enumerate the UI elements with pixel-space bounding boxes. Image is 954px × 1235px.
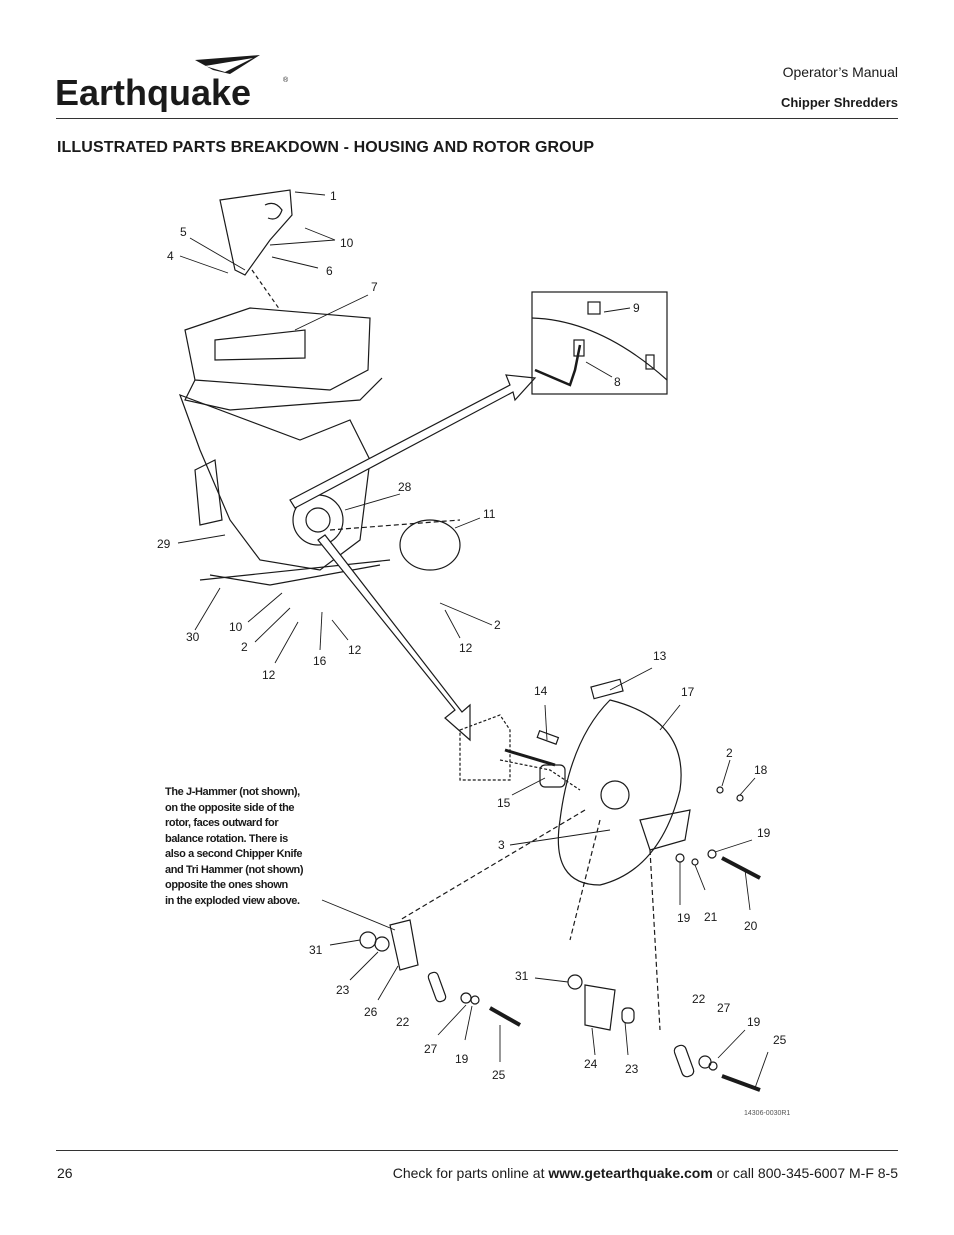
- callout: 24: [584, 1057, 598, 1071]
- inset-detail: [531, 291, 668, 395]
- callout: 22: [396, 1015, 410, 1029]
- footer-text-after: or call 800-345-6007 M-F 8-5: [712, 1165, 898, 1181]
- callout: 19: [677, 911, 691, 925]
- callout: 1: [330, 189, 337, 203]
- callout: 26: [364, 1005, 378, 1019]
- callout: 12: [262, 668, 276, 682]
- callout: 17: [681, 685, 695, 699]
- callout: 12: [348, 643, 362, 657]
- access-cover: [399, 519, 461, 571]
- doc-type: Operator’s Manual: [782, 64, 898, 80]
- note-line: and Tri Hammer (not shown): [165, 863, 304, 876]
- chipper-knife: [389, 919, 419, 971]
- callout: 22: [692, 992, 706, 1006]
- callout: 7: [371, 280, 378, 294]
- callout: 2: [494, 618, 501, 632]
- section-title: ILLUSTRATED PARTS BREAKDOWN - HOUSING AN…: [57, 139, 595, 156]
- callout: 31: [309, 943, 323, 957]
- callout: 9: [633, 301, 640, 315]
- hopper: [184, 307, 371, 391]
- callout: 18: [754, 763, 768, 777]
- callout: 3: [498, 838, 505, 852]
- callout: 2: [726, 746, 733, 760]
- callout: 19: [747, 1015, 761, 1029]
- footer-url-link[interactable]: www.getearthquake.com: [548, 1165, 713, 1181]
- callout: 4: [167, 249, 174, 263]
- callout: 29: [157, 537, 171, 551]
- callout: 23: [625, 1062, 639, 1076]
- callout: 30: [186, 630, 200, 644]
- callout: 25: [773, 1033, 787, 1047]
- callout: 14: [534, 684, 548, 698]
- callout: 28: [398, 480, 412, 494]
- note-line: The J-Hammer (not shown),: [165, 786, 300, 798]
- callout: 11: [483, 507, 496, 521]
- side-panel: [194, 459, 223, 526]
- note-line: in the exploded view above.: [165, 894, 300, 907]
- callout: 10: [229, 620, 243, 634]
- callout: 19: [757, 826, 771, 840]
- spacer: [539, 764, 566, 788]
- footer-text-before: Check for parts online at: [392, 1165, 549, 1181]
- note-line: balance rotation. There is: [165, 832, 288, 845]
- footer-rule: [56, 1150, 898, 1151]
- doc-subject: Chipper Shredders: [780, 95, 898, 110]
- callout: 6: [326, 264, 333, 278]
- deflector-plate: [219, 189, 293, 276]
- note-line: also a second Chipper Knife: [165, 848, 303, 860]
- callout: 21: [704, 910, 718, 924]
- callout: 10: [340, 236, 354, 250]
- callout: 2: [241, 640, 248, 654]
- note-line: rotor, faces outward for: [165, 817, 279, 829]
- callout: 16: [313, 654, 327, 668]
- callout: 31: [515, 969, 529, 983]
- callout: 13: [653, 649, 667, 663]
- svg-text:®: ®: [283, 76, 289, 84]
- note-line: on the opposite side of the: [165, 801, 295, 814]
- header-rule: [56, 118, 898, 119]
- callout: 20: [744, 919, 758, 933]
- callout: 15: [497, 796, 511, 810]
- footer-text: Check for parts online at www.getearthqu…: [393, 1165, 898, 1181]
- callout: 19: [455, 1052, 469, 1066]
- callout: 27: [717, 1001, 731, 1015]
- logo-text: Earthquake: [55, 72, 251, 112]
- callout: 25: [492, 1068, 506, 1082]
- callout: 5: [180, 225, 187, 239]
- rotor-plate: [557, 699, 682, 886]
- callout: 23: [336, 983, 350, 997]
- note-line: opposite the ones shown: [165, 879, 288, 891]
- page-number: 26: [57, 1165, 73, 1181]
- callout: 27: [424, 1042, 438, 1056]
- tri-hammer: [584, 984, 616, 1031]
- earthquake-logo: Earthquake ®: [55, 52, 295, 117]
- callout: 8: [614, 375, 621, 389]
- diagram-note: The J-Hammer (not shown), on the opposit…: [165, 785, 325, 909]
- callout: 12: [459, 641, 473, 655]
- figure-id: 14306-0030R1: [744, 1110, 791, 1117]
